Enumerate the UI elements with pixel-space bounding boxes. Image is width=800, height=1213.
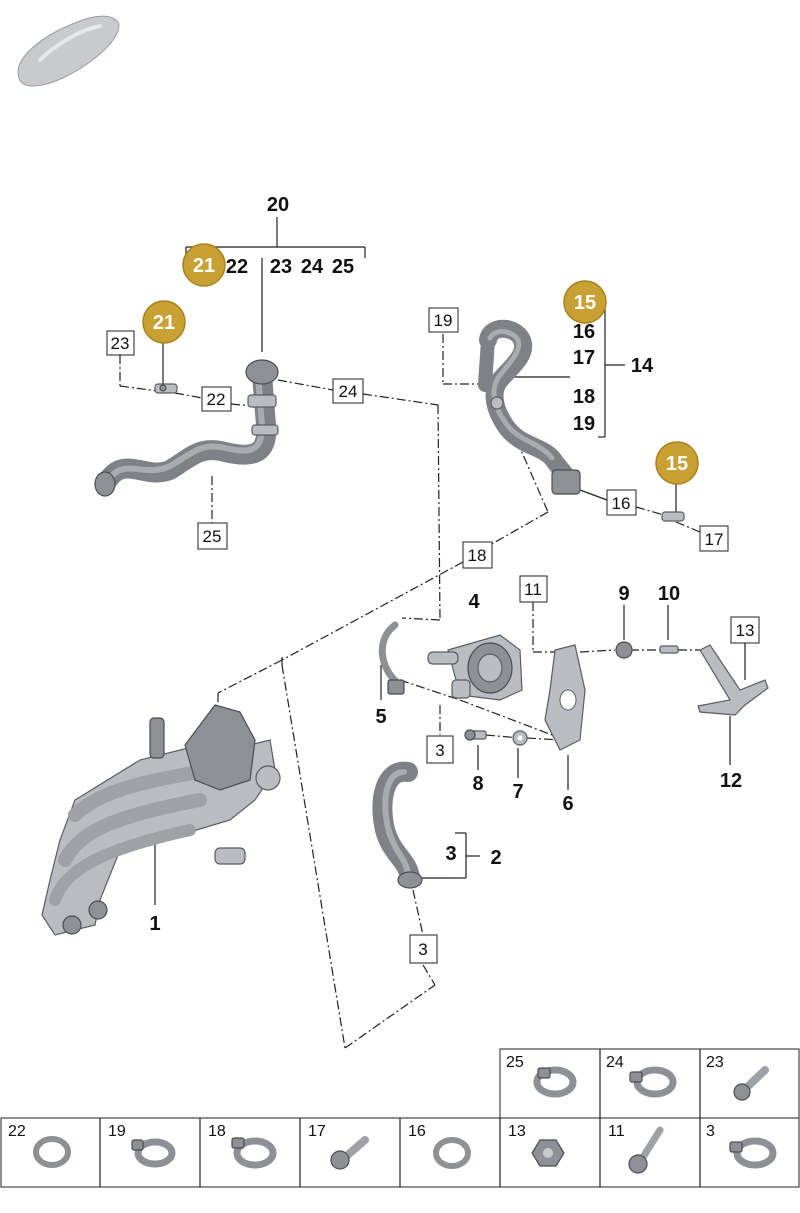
callout-19: 19 <box>573 413 595 435</box>
hose-clamp-icon <box>729 1137 777 1169</box>
table-cell-label: 25 <box>506 1054 524 1071</box>
svg-text:15: 15 <box>666 453 688 475</box>
box-23[interactable]: 23 <box>106 330 135 356</box>
hose-clamp-icon <box>533 1066 577 1098</box>
callout-6: 6 <box>562 793 573 815</box>
callout-5: 5 <box>375 706 386 728</box>
box-3-upper[interactable]: 3 <box>426 735 454 764</box>
callout-20: 20 <box>267 194 289 216</box>
svg-text:3: 3 <box>418 940 427 959</box>
callout-10: 10 <box>658 583 680 605</box>
electric-water-pump-4 <box>427 634 523 701</box>
table-cell-label: 16 <box>408 1123 426 1140</box>
pump-clamp-5 <box>378 621 405 695</box>
callout-2: 2 <box>490 847 501 869</box>
bolt-icon <box>330 1136 369 1170</box>
table-cell-label: 23 <box>706 1054 724 1071</box>
table-cell-label: 24 <box>606 1054 624 1071</box>
nut-icon <box>531 1139 565 1167</box>
box-19[interactable]: 19 <box>428 307 459 333</box>
box-11[interactable]: 11 <box>519 575 548 603</box>
callout-23: 23 <box>270 256 292 278</box>
box-3-lower[interactable]: 3 <box>409 934 438 964</box>
callout-12: 12 <box>720 770 742 792</box>
svg-text:23: 23 <box>111 334 130 353</box>
svg-text:17: 17 <box>705 530 724 549</box>
hardware-table: 25 24 23 22 19 18 17 16 13 11 3 <box>0 1048 800 1188</box>
o-ring-icon <box>433 1137 471 1169</box>
svg-text:19: 19 <box>434 311 453 330</box>
callout-25: 25 <box>332 256 354 278</box>
box-22[interactable]: 22 <box>201 386 232 412</box>
badge-15-sensor[interactable]: 15 <box>655 441 699 485</box>
coolant-hose-assembly-20 <box>94 359 279 497</box>
box-16[interactable]: 16 <box>606 489 637 516</box>
callout-3: 3 <box>445 843 456 865</box>
callout-numbers: 20 22 23 24 25 16 17 14 18 19 4 9 10 5 1… <box>149 194 742 935</box>
table-cell-label: 18 <box>208 1123 226 1140</box>
svg-text:25: 25 <box>203 527 222 546</box>
callout-9: 9 <box>618 583 629 605</box>
badges: 21 21 15 15 <box>142 243 699 485</box>
table-cell-label: 19 <box>108 1123 126 1140</box>
box-17[interactable]: 17 <box>699 525 729 552</box>
callout-17: 17 <box>573 347 595 369</box>
callout-16: 16 <box>573 321 595 343</box>
svg-text:21: 21 <box>153 312 175 334</box>
badge-21-top[interactable]: 21 <box>182 243 226 287</box>
temperature-sensor-21 <box>154 383 178 394</box>
svg-text:18: 18 <box>468 546 487 565</box>
washer-7 <box>512 730 528 746</box>
svg-text:3: 3 <box>435 741 444 760</box>
callout-7: 7 <box>512 781 523 803</box>
coolant-hose-3 <box>372 761 423 889</box>
svg-text:11: 11 <box>524 580 542 599</box>
box-18[interactable]: 18 <box>462 541 493 569</box>
table-cell-label: 22 <box>8 1123 26 1140</box>
bolt-10 <box>659 645 679 654</box>
boxed-references: 23 22 24 25 19 16 17 18 <box>106 307 760 964</box>
callout-1: 1 <box>149 913 160 935</box>
callout-4: 4 <box>468 591 480 613</box>
bolt-8 <box>464 729 487 741</box>
svg-text:15: 15 <box>574 292 596 314</box>
bolt-icon <box>628 1126 664 1174</box>
callout-18: 18 <box>573 386 595 408</box>
badge-21-sensor[interactable]: 21 <box>142 300 186 344</box>
callout-22: 22 <box>226 256 248 278</box>
table-cell-label: 13 <box>508 1123 526 1140</box>
box-24[interactable]: 24 <box>332 378 364 404</box>
o-ring-icon <box>33 1136 71 1168</box>
hose-clamp-icon <box>231 1137 277 1169</box>
callout-14: 14 <box>631 355 654 377</box>
table-cell-label: 17 <box>308 1123 326 1140</box>
bracket-12 <box>697 644 769 716</box>
hose-clamp-icon <box>629 1066 677 1098</box>
pump-bracket-6 <box>544 644 586 751</box>
box-25[interactable]: 25 <box>197 522 228 550</box>
svg-text:22: 22 <box>207 390 226 409</box>
car-silhouette-icon <box>17 15 120 87</box>
callout-24: 24 <box>301 256 324 278</box>
hose-clamp-icon <box>131 1138 176 1168</box>
box-13[interactable]: 13 <box>730 616 760 644</box>
leader-lines <box>119 217 746 1049</box>
svg-text:24: 24 <box>339 382 358 401</box>
bolt-icon <box>733 1066 769 1101</box>
nut-9 <box>615 641 633 659</box>
thermal-management-module-1 <box>41 704 281 936</box>
callout-8: 8 <box>472 773 483 795</box>
svg-text:16: 16 <box>612 494 631 513</box>
table-cell-label: 3 <box>706 1123 715 1140</box>
coolant-hose-assembly-14 <box>478 319 581 495</box>
svg-text:21: 21 <box>193 255 215 277</box>
svg-text:13: 13 <box>736 621 755 640</box>
badge-15-hose[interactable]: 15 <box>563 280 607 324</box>
temperature-sensor-15 <box>661 511 685 522</box>
table-cell-label: 11 <box>608 1123 625 1140</box>
